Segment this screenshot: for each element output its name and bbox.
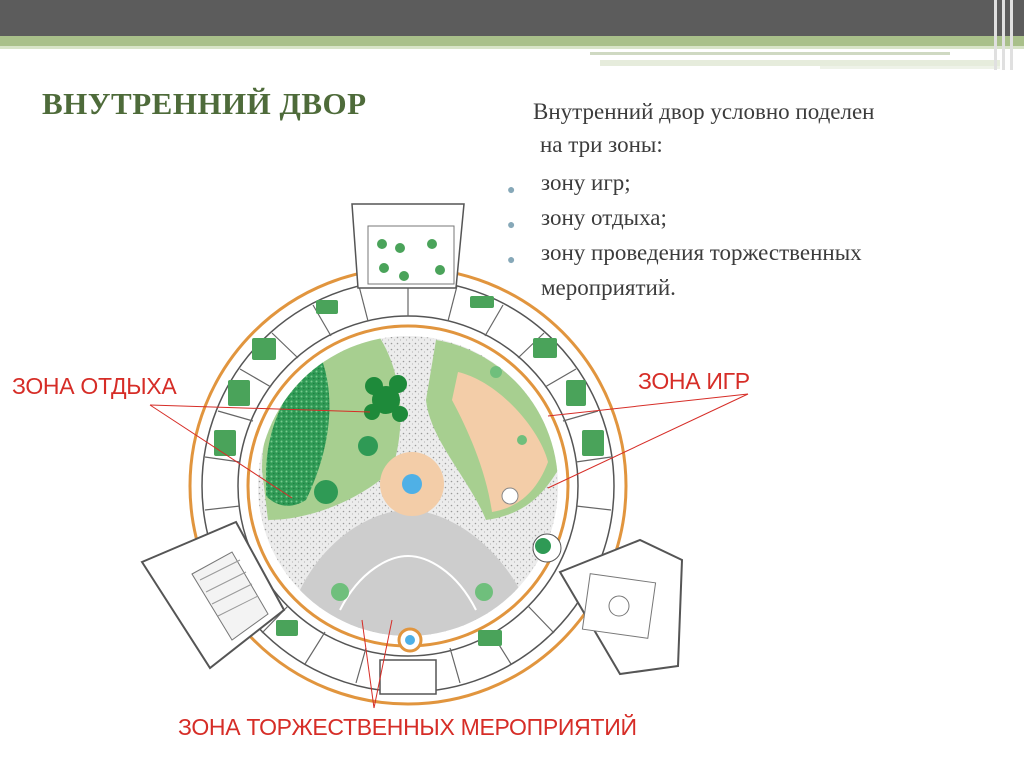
list-item: ●зону игр;: [507, 165, 1007, 200]
label-leaders: [149, 393, 749, 709]
furniture-groups: [214, 296, 654, 646]
header-bar: [0, 0, 1024, 36]
header-decor-vline: [994, 0, 997, 70]
header-decor-stripe: [590, 52, 950, 55]
central-tree: [364, 375, 408, 422]
ceremony-plaza: [300, 510, 520, 636]
header-decor-vline: [1010, 0, 1013, 70]
header-decor-stripe: [820, 66, 1000, 69]
header-accent-line-light: [0, 46, 1024, 49]
rest-zone-label: ЗОНА ОТДЫХА: [12, 373, 177, 399]
intro-text: Внутренний двор условно поделен на три з…: [533, 95, 1003, 161]
zone-list: ●зону игр; ●зону отдыха; ●зону проведени…: [507, 165, 1007, 305]
header-accent-line: [0, 36, 1024, 46]
fountain-pool: [402, 474, 422, 494]
bullet-icon: ●: [507, 218, 516, 233]
courtyard: [258, 336, 558, 636]
header-decor-stripe: [600, 60, 1000, 66]
header-decor-vline: [1002, 0, 1005, 70]
list-item: ●зону проведения торжественных: [507, 235, 1007, 270]
games-zone-label: ЗОНА ИГР: [638, 368, 750, 394]
bullet-icon: ●: [507, 253, 516, 268]
bullet-icon: ●: [507, 183, 516, 198]
slide-title: ВНУТРЕННИЙ ДВОР: [42, 86, 367, 121]
games-sand-area: [452, 372, 548, 512]
intro-line: Внутренний двор условно поделен: [533, 99, 875, 124]
list-item: ●зону отдыха;: [507, 200, 1007, 235]
ceremony-zone-label: ЗОНА ТОРЖЕСТВЕННЫХ МЕРОПРИЯТИЙ: [178, 714, 637, 740]
intro-line: на три зоны:: [540, 132, 663, 157]
list-item: ●мероприятий.: [541, 275, 676, 300]
